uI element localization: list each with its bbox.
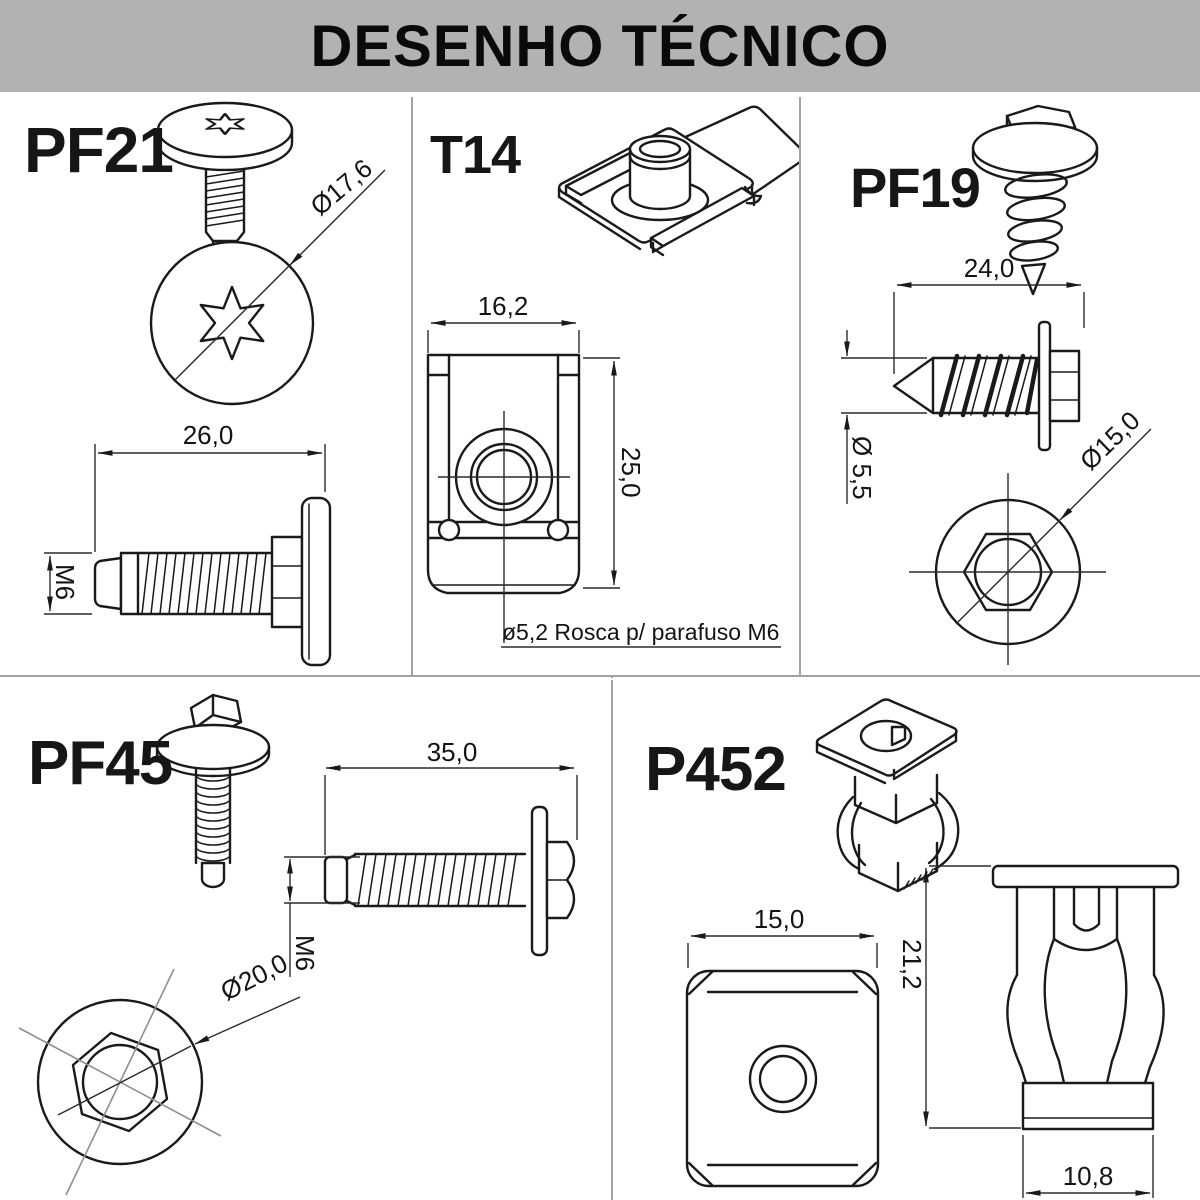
pf21-top-view: Ø17,6 <box>149 153 386 406</box>
pf19-dim-length: 24,0 <box>964 253 1015 283</box>
t14-front-view <box>426 353 581 643</box>
panel-t14: 16,2 25,0 ø5,2 Rosca p/ parafuso M6 T14 <box>413 92 799 675</box>
pf21-drawing: Ø17,6 26,0 M6 <box>44 101 386 667</box>
pf19-side-view: 24,0 Ø 5,5 <box>841 253 1085 504</box>
part-label-t14: T14 <box>430 125 521 185</box>
p452-top-view: 15,0 <box>685 904 880 1188</box>
panel-p452: 15,0 21,2 <box>613 677 1200 1200</box>
divider-horizontal <box>0 675 1200 678</box>
p452-perspective-view <box>815 698 960 893</box>
panel-pf21: Ø17,6 26,0 M6 PF21 <box>0 92 411 675</box>
pf21-dim-length: 26,0 <box>183 420 234 450</box>
pf45-dim-head-diameter: Ø20,0 <box>216 948 293 1007</box>
pf45-perspective-view <box>155 693 271 889</box>
part-label-pf45: PF45 <box>28 729 173 798</box>
part-label-pf19: PF19 <box>850 156 981 219</box>
pf19-perspective-view <box>971 104 1099 296</box>
p452-dim-height: 21,2 <box>897 939 927 990</box>
pf21-dim-thread: M6 <box>50 564 80 600</box>
pf19-dim-shank-diameter: Ø 5,5 <box>847 436 877 500</box>
page-title: DESENHO TÉCNICO <box>310 13 890 79</box>
panel-pf45: 35,0 M6 <box>0 677 611 1200</box>
t14-dim-height: 25,0 <box>616 447 646 498</box>
p452-front-view: 21,2 10,8 <box>897 864 1180 1198</box>
pf21-side-view: 26,0 M6 <box>44 420 332 667</box>
p452-dim-base-width: 10,8 <box>1063 1161 1114 1191</box>
divider-vertical-3 <box>610 680 613 1200</box>
divider-vertical-2 <box>798 97 801 675</box>
pf45-drawing: 35,0 M6 <box>18 693 578 1196</box>
t14-dim-width: 16,2 <box>478 291 529 321</box>
t14-thread-note: ø5,2 Rosca p/ parafuso M6 <box>502 619 779 645</box>
pf19-dim-head-diameter: Ø15,0 <box>1074 405 1146 476</box>
p452-drawing: 15,0 21,2 <box>685 698 1180 1198</box>
pf45-side-view: 35,0 M6 <box>284 737 578 977</box>
t14-perspective-view <box>557 105 799 257</box>
pf21-perspective-view <box>156 101 294 253</box>
pf19-drawing: 24,0 Ø 5,5 <box>841 104 1152 665</box>
title-bar: DESENHO TÉCNICO <box>0 0 1200 92</box>
divider-vertical-1 <box>411 97 414 675</box>
pf19-top-view: Ø15,0 <box>909 405 1152 665</box>
t14-drawing: 16,2 25,0 ø5,2 Rosca p/ parafuso M6 <box>426 105 799 648</box>
part-label-p452: P452 <box>645 735 787 804</box>
t14-dimensions: 16,2 25,0 ø5,2 Rosca p/ parafuso M6 <box>427 291 781 648</box>
pf45-top-view: Ø20,0 <box>18 948 301 1196</box>
pf45-dim-thread: M6 <box>290 935 320 971</box>
part-label-pf21: PF21 <box>24 114 174 186</box>
panel-pf19: 24,0 Ø 5,5 <box>801 92 1200 675</box>
p452-dim-width: 15,0 <box>754 904 805 934</box>
pf45-dim-length: 35,0 <box>427 737 478 767</box>
